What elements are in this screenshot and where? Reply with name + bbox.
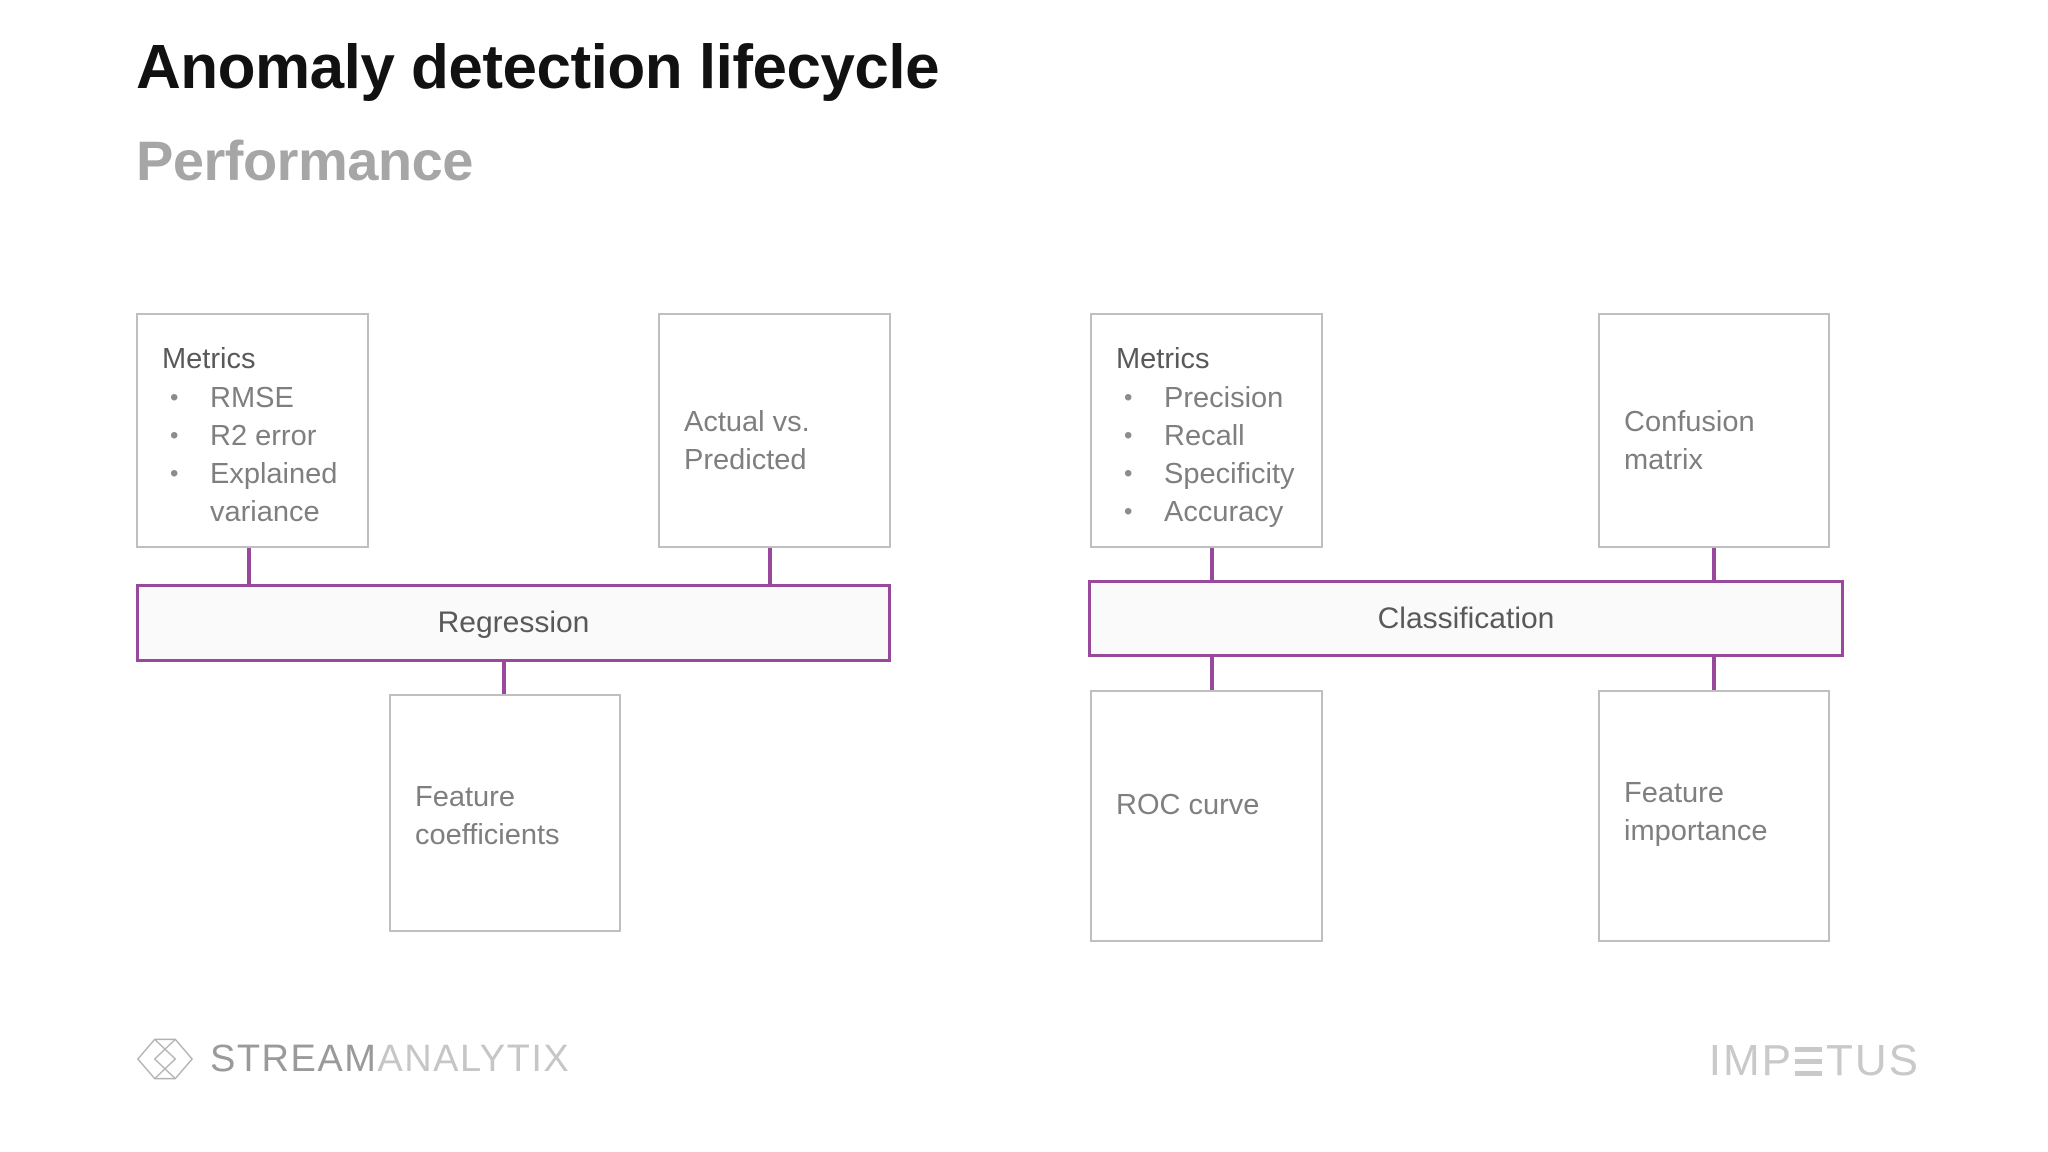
list-item: Precision [1116,379,1295,417]
regression-metrics-list: RMSE R2 error Explained variance [162,379,367,531]
classification-roc-curve-box: ROC curve [1090,690,1323,942]
streamanalytix-mark-icon [136,1038,194,1080]
impetus-word-after-e: TUS [1826,1036,1920,1085]
classification-feature-importance-box: Feature importance [1598,690,1830,942]
connector-regression-feature-coefficients [502,662,506,694]
list-item: Accuracy [1116,493,1295,531]
classification-metrics-box: Metrics Precision Recall Specificity Acc… [1090,313,1323,548]
classification-feature-importance-label: Feature importance [1624,777,1768,847]
classification-confusion-matrix-box: Confusion matrix [1598,313,1830,548]
classification-bar-label: Classification [1377,601,1555,635]
regression-actual-vs-predicted-label: Actual vs. Predicted [684,406,810,476]
streamanalytix-wordmark: STREAMANALYTIX [210,1038,570,1081]
page-subtitle: Performance [136,129,473,192]
connector-classification-roc-curve [1210,657,1214,690]
connector-classification-feature-importance [1712,657,1716,690]
classification-roc-curve-label: ROC curve [1116,789,1260,821]
impetus-logo: IMP TUS [1709,1036,1920,1086]
regression-metrics-box: Metrics RMSE R2 error Explained variance [136,313,369,548]
connector-regression-metrics [247,548,251,586]
streamanalytix-word-stream: STREAM [210,1037,378,1080]
list-item: Explained variance [162,455,367,531]
streamanalytix-word-analytix: ANALYTIX [377,1037,571,1080]
connector-classification-metrics [1210,548,1214,580]
regression-bar-label: Regression [437,606,590,639]
streamanalytix-logo: STREAMANALYTIX [136,1032,570,1086]
classification-confusion-matrix-label: Confusion matrix [1624,406,1755,476]
list-item: Recall [1116,417,1295,455]
list-item: R2 error [162,417,367,455]
classification-bar[interactable]: Classification [1088,580,1844,657]
impetus-stylized-e-icon [1795,1044,1822,1078]
regression-bar[interactable]: Regression [136,584,891,662]
regression-actual-vs-predicted-box: Actual vs. Predicted [658,313,891,548]
regression-feature-coefficients-box: Feature coefficients [389,694,621,932]
regression-feature-coefficients-label: Feature coefficients [415,781,560,851]
classification-metrics-list: Precision Recall Specificity Accuracy [1116,379,1295,531]
list-item: RMSE [162,379,367,417]
list-item: Specificity [1116,455,1295,493]
regression-metrics-title: Metrics [162,343,256,375]
impetus-word-before-e: IMP [1708,1036,1793,1085]
connector-classification-confusion-matrix [1712,548,1716,580]
page-title: Anomaly detection lifecycle [136,33,940,102]
connector-regression-actual-vs-predicted [768,548,772,586]
classification-metrics-title: Metrics [1116,343,1210,375]
